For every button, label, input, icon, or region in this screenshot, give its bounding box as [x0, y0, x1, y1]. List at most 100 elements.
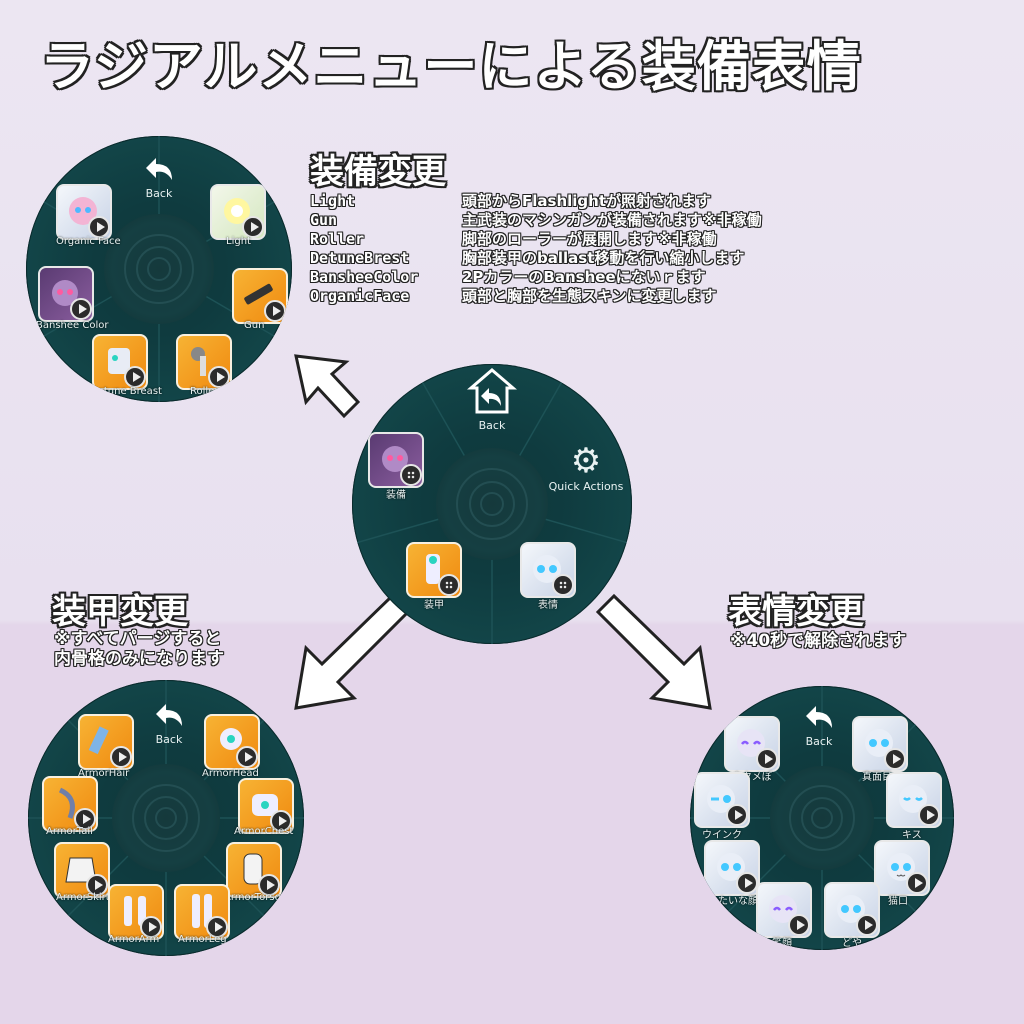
menu-item-armor[interactable] — [406, 542, 462, 598]
menu-item-label: キス — [902, 830, 922, 841]
quick-actions-button[interactable]: ⚙ Quick Actions — [548, 442, 624, 493]
menu-item-label: Detune Breast — [90, 386, 162, 397]
desc-text: 2PカラーのBansheeにないｒます — [462, 268, 706, 286]
play-icon — [756, 748, 778, 770]
back-button[interactable]: Back — [134, 156, 184, 200]
back-label: Back — [155, 733, 183, 746]
back-arrow-icon — [146, 158, 172, 180]
desc-text: 頭部からFlashlightが照射されます — [462, 192, 711, 210]
play-icon — [906, 872, 928, 894]
menu-item-banshee-color[interactable] — [38, 266, 94, 322]
face-thumbnail — [899, 785, 927, 813]
play-icon — [918, 804, 940, 826]
play-icon — [208, 366, 230, 388]
play-icon — [88, 216, 110, 238]
menu-item-label: ArmorTail — [46, 826, 93, 837]
desc-key: DetuneBrest — [310, 249, 410, 267]
gun-thumbnail — [244, 283, 273, 305]
radial-center[interactable] — [104, 214, 214, 324]
menu-item-gun[interactable] — [232, 268, 288, 324]
desc-key: Gun — [310, 211, 338, 229]
armor-head-thumbnail — [220, 728, 242, 750]
submenu-icon — [552, 574, 574, 596]
radial-center[interactable] — [436, 448, 548, 560]
radial-center[interactable] — [770, 766, 874, 870]
armor-thumbnail — [426, 554, 440, 584]
desc-text: 主武装のマシンガンが装備されます※非稼働 — [462, 211, 762, 229]
play-icon — [74, 808, 96, 830]
menu-item-face-4[interactable] — [886, 772, 942, 828]
equip-radial-menu: Back Organic Face Light Banshee Color Gu… — [26, 136, 292, 402]
menu-item-expression[interactable] — [520, 542, 576, 598]
menu-item-face-5[interactable] — [704, 840, 760, 896]
menu-item-face-2[interactable] — [852, 716, 908, 772]
menu-item-label: ArmorSkirt — [56, 892, 110, 903]
menu-item-label: Roller — [190, 386, 219, 397]
back-arrow-icon — [806, 706, 832, 728]
radial-center[interactable] — [112, 764, 220, 872]
play-icon — [258, 874, 280, 896]
desc-text: 脚部のローラーが展開します※非稼働 — [462, 230, 717, 248]
menu-item-equip[interactable] — [368, 432, 424, 488]
menu-item-label: ウタメぽ — [732, 772, 772, 783]
menu-item-roller[interactable] — [176, 334, 232, 390]
back-button[interactable]: Back — [794, 704, 844, 748]
face-heading: 表情変更 — [728, 592, 864, 632]
play-icon — [270, 810, 292, 832]
back-label: Back — [805, 735, 833, 748]
menu-item-label: ArmorArm — [108, 934, 160, 945]
desc-text: 頭部と胸部を生態スキンに変更します — [462, 287, 717, 305]
menu-item-armor-leg[interactable] — [174, 884, 230, 940]
menu-item-face-7[interactable] — [756, 882, 812, 938]
play-icon — [70, 298, 92, 320]
menu-item-organic-face[interactable] — [56, 184, 112, 240]
home-back-icon — [466, 368, 518, 414]
arrow-down-right-icon — [595, 593, 712, 710]
menu-item-armor-torso[interactable] — [226, 842, 282, 898]
menu-item-label: ウインク — [702, 830, 742, 841]
back-label: Back — [145, 187, 173, 200]
play-icon — [140, 916, 162, 938]
menu-item-armor-tail[interactable] — [42, 776, 98, 832]
back-button[interactable]: Back — [144, 702, 194, 746]
face-thumbnail — [887, 853, 915, 881]
menu-item-armor-head[interactable] — [204, 714, 260, 770]
menu-item-label: どや — [842, 938, 862, 949]
menu-item-detune-breast[interactable] — [92, 334, 148, 390]
play-icon — [110, 746, 132, 768]
desc-row: Gun 主武装のマシンガンが装備されます※非稼働 — [310, 211, 762, 230]
page-title: ラジアルメニューによる装備表情 — [40, 35, 862, 98]
menu-item-face-8[interactable] — [824, 882, 880, 938]
menu-item-light[interactable] — [210, 184, 266, 240]
menu-item-label: 猫口 — [888, 896, 908, 907]
submenu-icon — [400, 464, 422, 486]
menu-item-armor-hair[interactable] — [78, 714, 134, 770]
menu-item-armor-arm[interactable] — [108, 884, 164, 940]
play-icon — [736, 872, 758, 894]
play-icon — [124, 366, 146, 388]
menu-item-face-6[interactable] — [874, 840, 930, 896]
armor-tail-thumbnail — [58, 787, 75, 819]
armor-radial-menu: Back ArmorHair ArmorHead ArmorTail Armor… — [28, 680, 304, 956]
menu-item-face-1[interactable] — [724, 716, 780, 772]
back-arrow-icon — [156, 704, 182, 726]
face-thumbnail — [707, 785, 735, 813]
face-thumbnail — [717, 853, 745, 881]
menu-item-armor-skirt[interactable] — [54, 842, 110, 898]
armor-hair-thumbnail — [88, 726, 109, 755]
menu-item-label: Organic Face — [56, 236, 121, 247]
menu-item-label: ArmorChest — [234, 826, 294, 837]
menu-item-armor-chest[interactable] — [238, 778, 294, 834]
menu-item-label: Light — [226, 236, 251, 247]
menu-item-face-3[interactable] — [694, 772, 750, 828]
light-thumbnail — [224, 198, 250, 224]
back-button[interactable]: Back — [464, 366, 520, 432]
armor-note-line1: ※すべてパージすると — [54, 629, 222, 649]
organic-face-thumbnail — [69, 197, 97, 225]
arrow-up-left-icon — [294, 354, 361, 419]
menu-item-label: 装備 — [386, 490, 406, 501]
